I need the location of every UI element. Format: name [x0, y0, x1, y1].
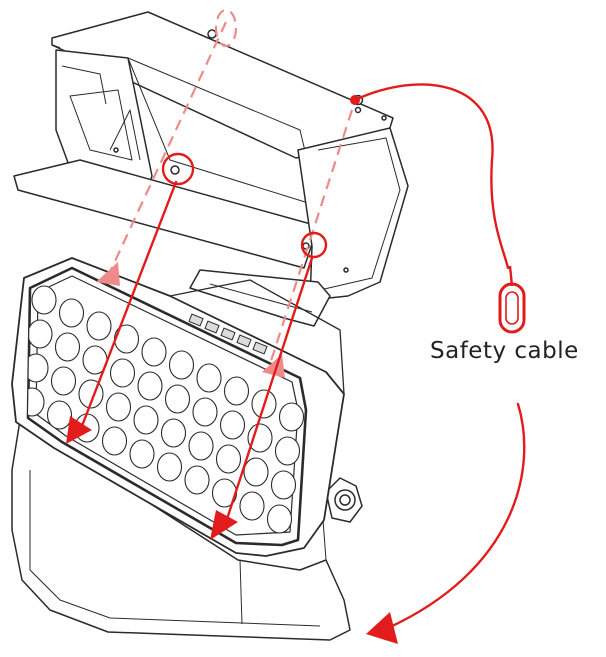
guide-ellipse-top — [214, 8, 238, 48]
led-lens — [109, 358, 136, 388]
led-lens — [184, 465, 210, 495]
alignment-guides — [109, 8, 354, 365]
led-lens — [129, 439, 155, 469]
install-arrows — [80, 83, 526, 630]
led-lens — [196, 363, 222, 393]
led-lens — [278, 402, 305, 432]
led-lens — [133, 405, 159, 435]
led-lens — [168, 350, 195, 380]
led-lens — [105, 392, 132, 422]
led-lens — [50, 366, 77, 396]
led-lens — [247, 423, 273, 453]
led-lens — [219, 410, 246, 440]
arrowheads — [66, 95, 398, 644]
cable-loop-icon — [350, 95, 360, 105]
led-lens — [274, 436, 301, 466]
led-lens — [101, 426, 128, 456]
led-lens — [31, 285, 57, 315]
arrow-left — [80, 180, 178, 428]
led-lens — [188, 431, 214, 461]
arrow-right — [226, 256, 314, 518]
carabiner-icon — [498, 265, 526, 334]
led-lens — [46, 400, 73, 430]
led-lens — [239, 491, 265, 521]
led-lens — [160, 418, 187, 448]
arrowhead-cable-icon — [366, 612, 398, 644]
led-lens — [243, 457, 269, 487]
led-lens — [266, 504, 293, 534]
safety-cable-wire — [353, 83, 510, 270]
led-lens — [58, 298, 85, 328]
highlight-circle-left — [161, 152, 195, 186]
led-lens — [28, 353, 49, 383]
led-lens — [54, 332, 81, 362]
led-lens — [223, 376, 250, 406]
led-lens — [28, 319, 53, 349]
safety-cable-label: Safety cable — [430, 338, 579, 364]
led-head — [11, 257, 345, 557]
led-lens — [215, 444, 242, 474]
highlight-circle-right — [300, 231, 328, 259]
led-lens — [156, 452, 183, 482]
led-lens — [28, 387, 45, 417]
arrow-cable-down — [386, 402, 526, 630]
led-lens — [270, 470, 297, 500]
guide-line-left — [109, 21, 227, 273]
led-lens — [86, 311, 112, 341]
led-lens — [137, 371, 163, 401]
led-lens — [141, 337, 167, 367]
led-lens — [192, 397, 218, 427]
led-lens — [164, 384, 191, 414]
arrowhead-right-icon — [210, 510, 238, 540]
arrowhead-left-icon — [66, 416, 92, 444]
guide-line-right — [268, 109, 354, 365]
